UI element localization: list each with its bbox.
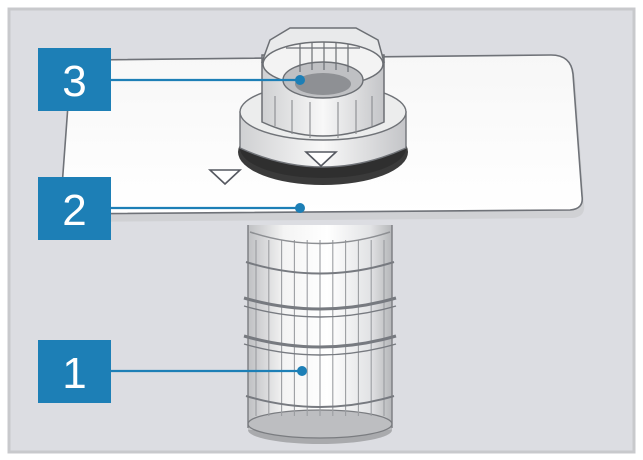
- callout-2: 2: [38, 177, 305, 240]
- callout-1: 1: [38, 340, 307, 403]
- callout-2-label: 2: [62, 186, 86, 235]
- callout-3-label: 3: [62, 57, 86, 106]
- micro-filter-top: [238, 27, 408, 185]
- callout-1-label: 1: [62, 349, 86, 398]
- alignment-arrow-left: [207, 169, 243, 186]
- callout-3: 3: [38, 48, 305, 111]
- fine-filter-cylinder: [243, 225, 397, 444]
- alignment-arrow-collar: [303, 151, 339, 168]
